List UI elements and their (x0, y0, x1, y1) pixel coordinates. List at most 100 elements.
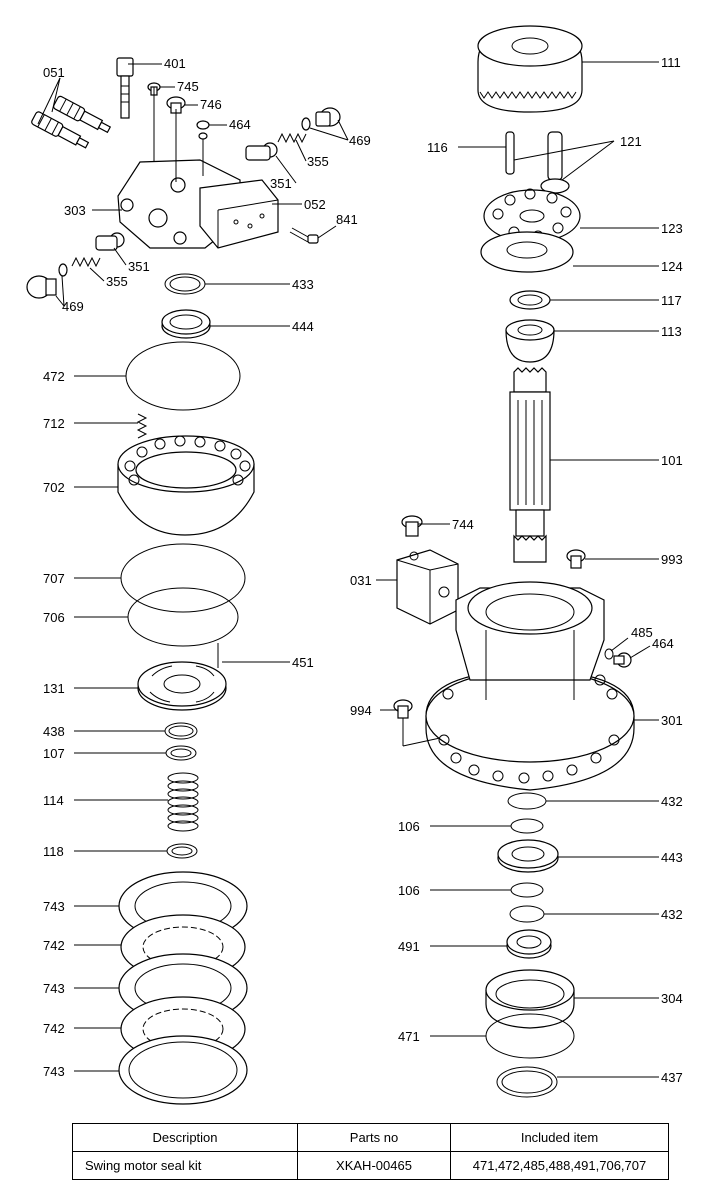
part-469-plug-bottom (26, 263, 68, 299)
header-description: Description (72, 1123, 298, 1152)
callout-304: 304 (661, 991, 683, 1006)
part-052-valve-block (199, 179, 279, 249)
callout-117: 117 (661, 293, 682, 308)
part-124-swash-plate (480, 231, 574, 273)
callout-107: 107 (43, 746, 65, 761)
part-031-relief-valve (396, 549, 459, 625)
callout-707: 707 (43, 571, 65, 586)
callout-743: 743 (43, 899, 65, 914)
part-744-plug (401, 515, 423, 537)
part-993-plug (566, 549, 586, 569)
part-437-snap-ring (496, 1066, 558, 1098)
part-051-connectors (31, 95, 112, 149)
part-111-cylinder-block (477, 25, 583, 113)
callout-106: 106 (398, 883, 420, 898)
callout-491: 491 (398, 939, 420, 954)
part-131-valve-plate (137, 661, 227, 711)
callout-113: 113 (661, 324, 682, 339)
callout-993: 993 (661, 552, 683, 567)
callout-464: 464 (229, 117, 251, 132)
callout-451: 451 (292, 655, 314, 670)
callout-051: 051 (43, 65, 65, 80)
callout-111: 111 (661, 55, 681, 70)
callout-744: 744 (452, 517, 474, 532)
part-123-shoe-holder (483, 188, 581, 243)
part-101-drive-shaft (509, 367, 551, 563)
part-355-spring-top (277, 132, 307, 144)
part-464-plug-right (613, 652, 632, 668)
part-304-front-cover (485, 969, 575, 1029)
part-106-ring-2 (510, 882, 544, 898)
callout-746: 746 (200, 97, 222, 112)
callout-052: 052 (304, 197, 326, 212)
callout-702: 702 (43, 480, 65, 495)
part-707-o-ring (120, 543, 246, 613)
callout-114: 114 (43, 793, 64, 808)
callout-706: 706 (43, 610, 65, 625)
callout-355: 355 (106, 274, 128, 289)
callout-351: 351 (270, 176, 292, 191)
part-301-casing (425, 581, 635, 791)
callout-472: 472 (43, 369, 65, 384)
part-114-spring (167, 772, 199, 832)
header-included-item: Included item (450, 1123, 669, 1152)
cell-included-item: 471,472,485,488,491,706,707 (450, 1151, 669, 1180)
callout-433: 433 (292, 277, 314, 292)
leader-lines (37, 61, 659, 1078)
callout-432: 432 (661, 907, 683, 922)
part-401-bolt (116, 57, 134, 119)
callout-464: 464 (652, 636, 674, 651)
part-106-ring-1 (510, 818, 544, 834)
callout-469: 469 (349, 133, 371, 148)
part-351-spool-top (245, 142, 278, 161)
callout-743: 743 (43, 1064, 65, 1079)
part-712-spring (136, 413, 148, 439)
callout-031: 031 (350, 573, 372, 588)
callout-301: 301 (661, 713, 683, 728)
callout-485: 485 (631, 625, 653, 640)
callout-131: 131 (43, 681, 65, 696)
part-746-plug (166, 96, 186, 114)
callout-444: 444 (292, 319, 314, 334)
callout-994: 994 (350, 703, 372, 718)
callout-401: 401 (164, 56, 186, 71)
callout-469: 469 (62, 299, 84, 314)
part-841-bolt (289, 227, 319, 244)
part-443-roller-bearing (497, 839, 559, 873)
part-116-pin (505, 131, 515, 175)
part-743-friction-plate-3 (118, 1035, 248, 1105)
callout-121: 121 (620, 134, 642, 149)
callout-712: 712 (43, 416, 65, 431)
part-491-oil-seal (506, 929, 552, 959)
part-432-snap-ring-1 (507, 792, 547, 810)
callout-745: 745 (177, 79, 199, 94)
cell-description: Swing motor seal kit (72, 1151, 298, 1180)
part-121-piston (540, 131, 570, 194)
callout-351: 351 (128, 259, 150, 274)
callout-303: 303 (64, 203, 86, 218)
callout-443: 443 (661, 850, 683, 865)
part-438-snap-ring (164, 722, 198, 740)
callout-118: 118 (43, 844, 64, 859)
part-994-plug (393, 699, 413, 719)
part-706-o-ring (127, 587, 239, 647)
callout-432: 432 (661, 794, 683, 809)
callout-743: 743 (43, 981, 65, 996)
callout-116: 116 (427, 140, 448, 155)
part-485-o-ring (604, 648, 614, 660)
callout-437: 437 (661, 1070, 683, 1085)
cell-parts-no: XKAH-00465 (297, 1151, 451, 1180)
callout-841: 841 (336, 212, 358, 227)
part-702-piston (117, 435, 255, 536)
callout-438: 438 (43, 724, 65, 739)
part-355-spring-bottom (71, 256, 101, 268)
callout-123: 123 (661, 221, 683, 236)
callout-106: 106 (398, 819, 420, 834)
part-113-ball-guide (505, 319, 555, 363)
table-header-row: Description Parts no Included item (72, 1123, 669, 1152)
header-parts-no: Parts no (297, 1123, 451, 1152)
callout-labels: 051 401 745 746 464 469 355 351 303 052 … (43, 55, 683, 1085)
part-472-o-ring (125, 341, 241, 411)
callout-124: 124 (661, 259, 683, 274)
exploded-parts-diagram: 051 401 745 746 464 469 355 351 303 052 … (26, 25, 683, 1105)
